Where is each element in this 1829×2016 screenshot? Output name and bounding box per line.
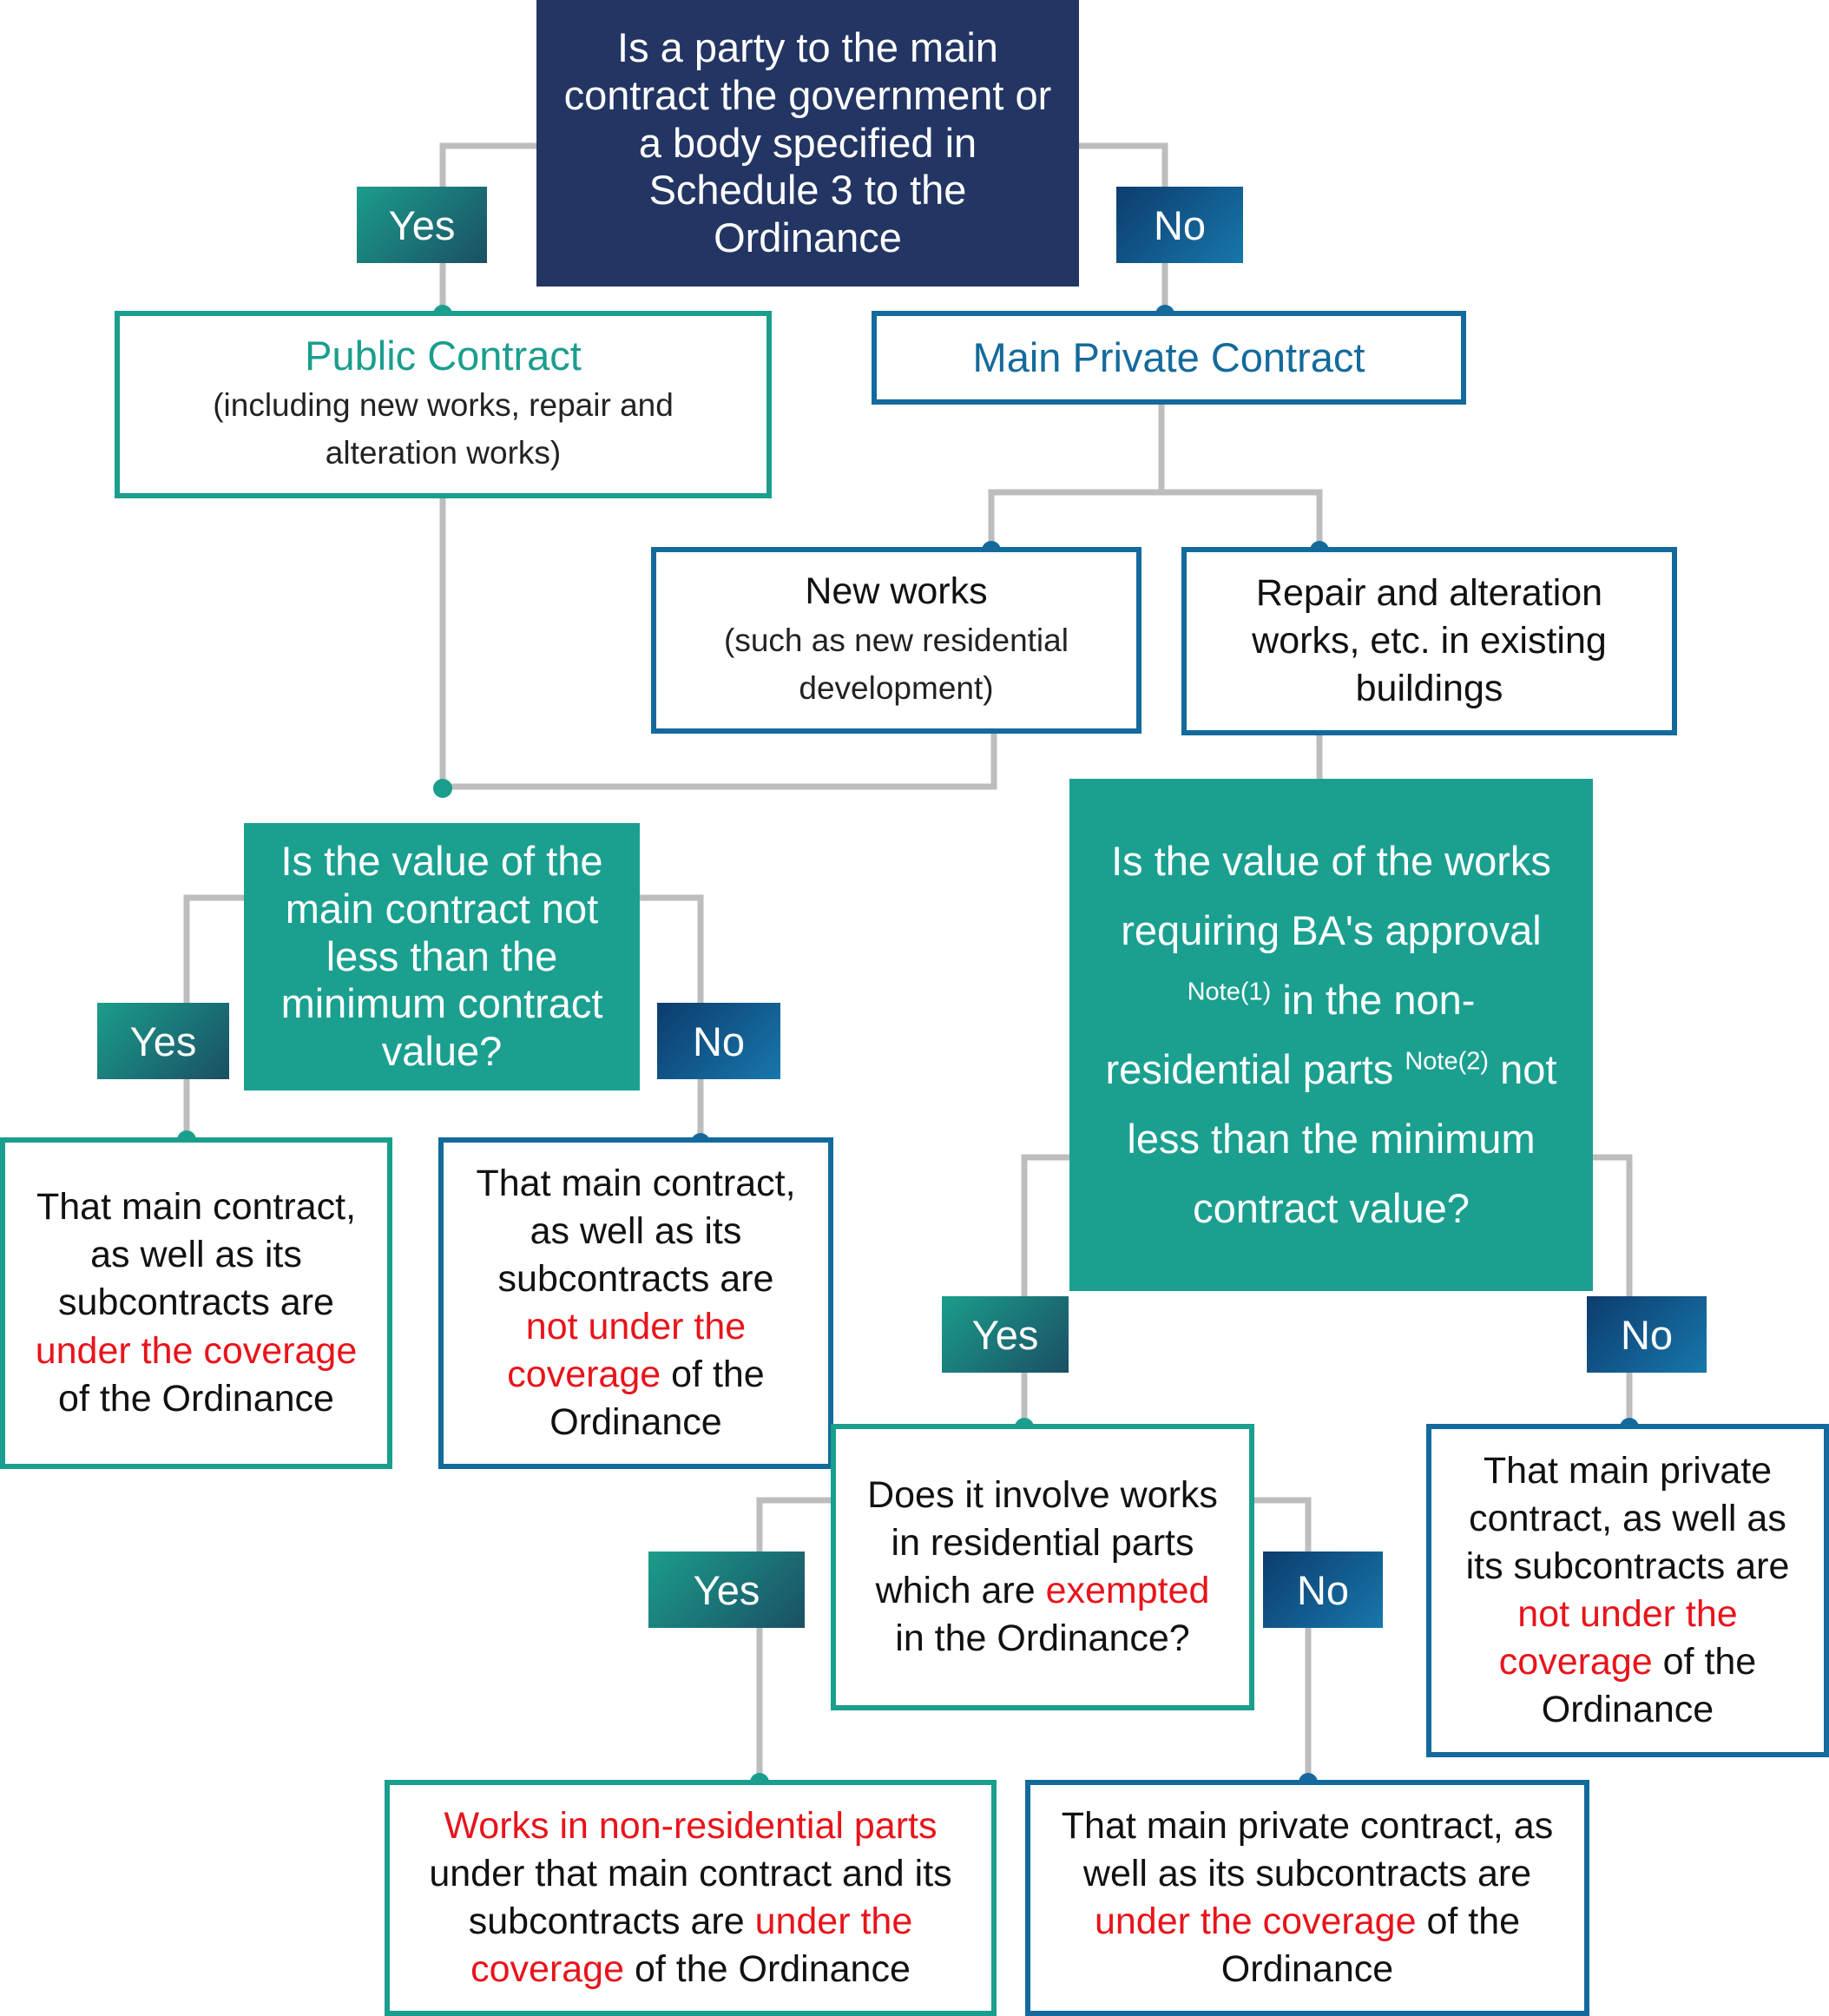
text-part: That main contract, as well as its subco… bbox=[36, 1186, 357, 1324]
label-yes-q4: Yes bbox=[648, 1552, 805, 1628]
text-part: of the Ordinance bbox=[1220, 1901, 1521, 1991]
connector-q4-yes bbox=[756, 1497, 835, 1782]
text-part: That main private contract, as well as i… bbox=[1061, 1804, 1554, 1894]
note-2: Note(2) bbox=[1405, 1047, 1490, 1076]
result-public-not-covered-text: That main contract, as well as its subco… bbox=[470, 1160, 802, 1446]
result-private-not-covered-text: That main private contract, as well as i… bbox=[1449, 1447, 1806, 1734]
note-1: Note(1) bbox=[1187, 978, 1272, 1006]
main-private-contract-box: Main Private Contract bbox=[872, 311, 1466, 405]
text-part: Does it involve works in residential par… bbox=[867, 1473, 1218, 1611]
repair-works-box: Repair and alteration works, etc. in exi… bbox=[1181, 547, 1677, 735]
text-part: under that main contract and its subcont… bbox=[429, 1852, 952, 1942]
question-exempted-text: Does it involve works in residential par… bbox=[867, 1472, 1218, 1663]
text-highlight: under the coverage bbox=[470, 1901, 913, 1991]
text-highlight: not under the coverage bbox=[507, 1306, 747, 1396]
text-part: in the Ordinance? bbox=[895, 1617, 1190, 1660]
dot-q2 bbox=[433, 779, 452, 798]
result-nonresidential-covered: Works in non-residential parts under tha… bbox=[385, 1780, 997, 2016]
question-ba-approval-value: Is the value of the works requiring BA's… bbox=[1069, 779, 1593, 1291]
text-part: That main contract, as well as its subco… bbox=[476, 1162, 796, 1300]
new-works-subtitle: (such as new residential development) bbox=[724, 622, 1069, 707]
result-public-covered-text: That main contract, as well as its subco… bbox=[28, 1183, 365, 1422]
text-highlight: under the coverage bbox=[35, 1329, 358, 1372]
result-private-covered-text: That main private contract, as well as i… bbox=[1056, 1802, 1558, 1993]
q3-part3: not less than the minimum contract value… bbox=[1127, 1046, 1557, 1231]
text-highlight: exempted bbox=[1045, 1570, 1210, 1611]
q3-part2: in the non-residential parts bbox=[1105, 977, 1476, 1092]
connector-q4-no bbox=[1250, 1497, 1312, 1782]
text-highlight: under the coverage bbox=[1094, 1901, 1417, 1942]
text-highlight: not under the coverage bbox=[1498, 1593, 1738, 1683]
text-part: of the Ordinance bbox=[1541, 1641, 1757, 1731]
connector-q3-no bbox=[1590, 1154, 1633, 1427]
result-public-not-covered: That main contract, as well as its subco… bbox=[438, 1137, 833, 1469]
question-ba-approval-text: Is the value of the works requiring BA's… bbox=[1095, 827, 1567, 1242]
text-highlight: Works in non-residential parts bbox=[444, 1804, 938, 1847]
text-part: of the Ordinance bbox=[624, 1948, 911, 1991]
question-main-contract-value: Is the value of the main contract not le… bbox=[244, 823, 640, 1090]
label-no-q3: No bbox=[1587, 1296, 1707, 1373]
text-part: of the Ordinance bbox=[549, 1354, 765, 1444]
main-private-contract-title: Main Private Contract bbox=[972, 333, 1365, 380]
public-contract-subtitle: (including new works, repair and alterat… bbox=[213, 386, 674, 471]
label-no-q4: No bbox=[1263, 1552, 1383, 1628]
question-exempted-residential: Does it involve works in residential par… bbox=[831, 1424, 1254, 1710]
question-party-government: Is a party to the main contract the gove… bbox=[536, 0, 1079, 287]
new-works-title: New works bbox=[805, 570, 988, 613]
label-no-q1: No bbox=[1116, 187, 1243, 263]
public-contract-box: Public Contract (including new works, re… bbox=[115, 311, 772, 498]
result-private-covered: That main private contract, as well as i… bbox=[1025, 1780, 1589, 2016]
repair-works-title: Repair and alteration works, etc. in exi… bbox=[1252, 571, 1607, 710]
q3-part1: Is the value of the works requiring BA's… bbox=[1111, 838, 1551, 954]
text-part: of the Ordinance bbox=[58, 1377, 334, 1420]
text-part: That main private contract, as well as i… bbox=[1465, 1449, 1790, 1587]
connector-q3-yes bbox=[1021, 1154, 1069, 1427]
label-yes-q1: Yes bbox=[357, 187, 487, 263]
connector-newworks-to-q2 bbox=[443, 732, 997, 790]
connector-private-repair bbox=[1161, 489, 1323, 550]
new-works-box: New works (such as new residential devel… bbox=[651, 547, 1141, 734]
result-private-not-covered: That main private contract, as well as i… bbox=[1426, 1424, 1829, 1757]
question-main-contract-value-text: Is the value of the main contract not le… bbox=[280, 837, 603, 1075]
result-nonresidential-text: Works in non-residential parts under tha… bbox=[416, 1802, 965, 1993]
label-yes-q2: Yes bbox=[97, 1003, 229, 1079]
label-no-q2: No bbox=[657, 1003, 780, 1079]
public-contract-title: Public Contract bbox=[305, 333, 582, 379]
result-public-covered: That main contract, as well as its subco… bbox=[0, 1137, 392, 1469]
connector-private-split bbox=[988, 401, 1165, 550]
question-party-text: Is a party to the main contract the gove… bbox=[563, 23, 1052, 261]
label-yes-q3: Yes bbox=[942, 1296, 1069, 1373]
